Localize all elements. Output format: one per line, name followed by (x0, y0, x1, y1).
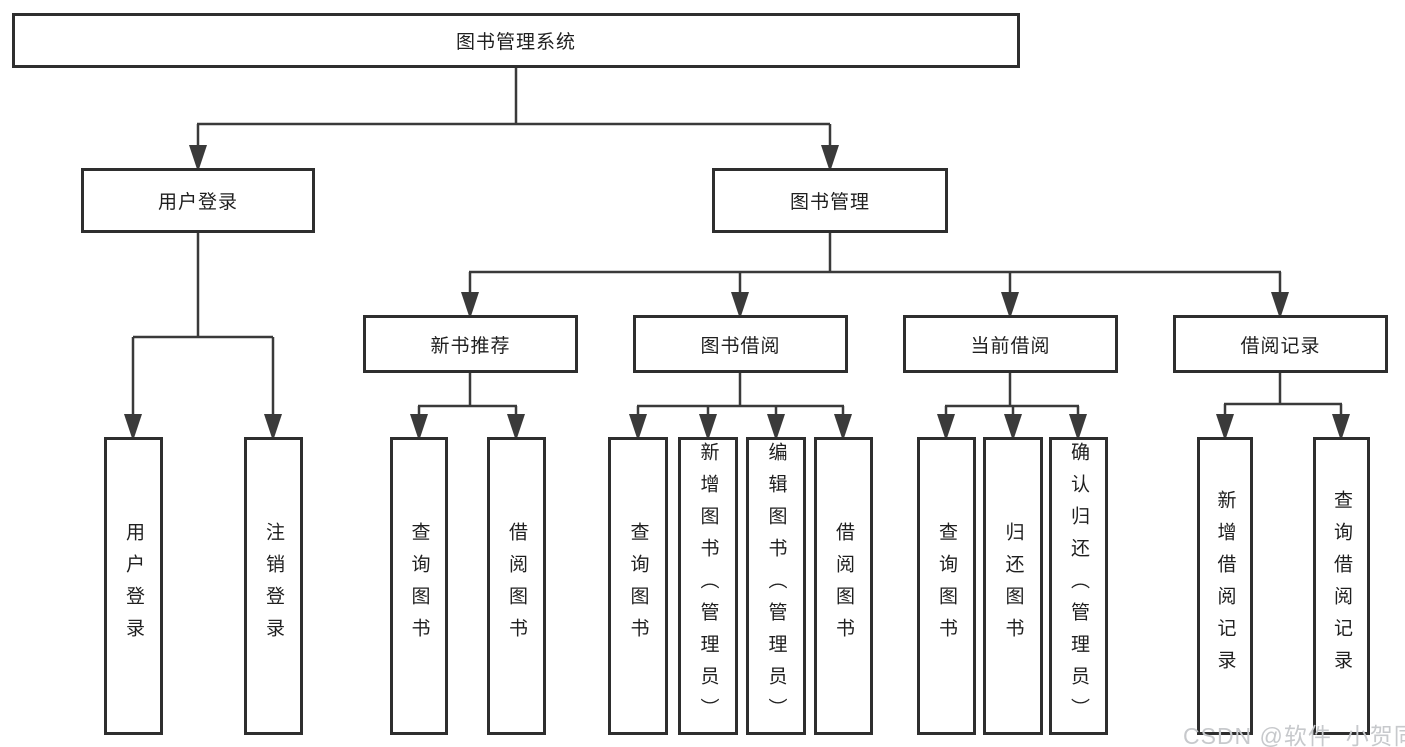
leaf-query-books-recommend-label: 查询图书 (408, 522, 430, 650)
leaf-logout-login-label: 注销登录 (263, 522, 284, 650)
leaf-query-books-current: 查询图书 (917, 437, 976, 735)
leaf-query-books-current-label: 查询图书 (936, 522, 957, 650)
node-book-management: 图书管理 (712, 168, 948, 233)
node-user-login-label: 用户登录 (157, 192, 238, 213)
arrowhead (124, 414, 142, 441)
leaf-add-borrow-record-label: 新增借阅记录 (1214, 490, 1236, 682)
node-borrowing-records: 借阅记录 (1173, 315, 1388, 373)
leaf-add-borrow-record: 新增借阅记录 (1197, 437, 1253, 735)
leaf-borrow-books-borrowing: 借阅图书 (814, 437, 873, 735)
node-user-login: 用户登录 (81, 168, 315, 233)
node-root-label: 图书管理系统 (455, 32, 576, 53)
leaf-user-login: 用户登录 (104, 437, 163, 735)
arrowhead (507, 414, 525, 441)
leaf-borrow-books-recommend: 借阅图书 (487, 437, 546, 735)
arrowhead (699, 414, 717, 441)
leaf-add-books-admin-label: 新增图书（管理员） (697, 442, 719, 730)
leaf-logout-login: 注销登录 (244, 437, 303, 735)
arrowhead (767, 414, 785, 441)
arrowhead (937, 414, 955, 441)
leaf-user-login-label: 用户登录 (123, 522, 144, 650)
leaf-query-books-recommend: 查询图书 (390, 437, 448, 735)
node-new-book-recommend: 新书推荐 (363, 315, 578, 373)
arrowhead (410, 414, 428, 441)
arrowhead (1271, 292, 1289, 319)
arrowhead (1001, 292, 1019, 319)
arrowhead (834, 414, 852, 441)
arrowhead (189, 145, 207, 172)
leaf-borrow-books-recommend-label: 借阅图书 (506, 522, 527, 650)
leaf-edit-books-admin: 编辑图书（管理员） (746, 437, 806, 735)
arrowhead (264, 414, 282, 441)
leaf-return-books: 归还图书 (983, 437, 1043, 735)
arrowhead (1004, 414, 1022, 441)
leaf-return-books-label: 归还图书 (1002, 522, 1024, 650)
leaf-add-books-admin: 新增图书（管理员） (678, 437, 738, 735)
node-current-borrowing-label: 当前借阅 (970, 335, 1051, 357)
node-current-borrowing: 当前借阅 (903, 315, 1118, 373)
arrowheads (124, 145, 1350, 441)
node-book-management-label: 图书管理 (789, 192, 870, 213)
leaf-query-books-borrowing: 查询图书 (608, 437, 668, 735)
connector-lines (131, 68, 1343, 418)
arrowhead (1216, 414, 1234, 441)
arrowhead (1069, 414, 1087, 441)
leaf-edit-books-admin-label: 编辑图书（管理员） (765, 442, 787, 730)
leaf-query-borrow-record: 查询借阅记录 (1313, 437, 1370, 735)
node-new-book-recommend-label: 新书推荐 (430, 335, 511, 357)
node-book-borrowing: 图书借阅 (633, 315, 848, 373)
arrowhead (461, 292, 479, 319)
node-root: 图书管理系统 (12, 13, 1020, 68)
leaf-confirm-return-admin: 确认归还（管理员） (1049, 437, 1108, 735)
leaf-query-books-borrowing-label: 查询图书 (627, 522, 649, 650)
leaf-borrow-books-borrowing-label: 借阅图书 (833, 522, 854, 650)
arrowhead (821, 145, 839, 172)
node-book-borrowing-label: 图书借阅 (700, 335, 781, 357)
node-borrowing-records-label: 借阅记录 (1240, 335, 1321, 357)
arrowhead (629, 414, 647, 441)
arrowhead (1332, 414, 1350, 441)
leaf-confirm-return-admin-label: 确认归还（管理员） (1068, 442, 1089, 730)
arrowhead (731, 292, 749, 319)
leaf-query-borrow-record-label: 查询借阅记录 (1331, 490, 1352, 682)
csdn-watermark: CSDN @软件_小贺同学 (1183, 723, 1405, 747)
